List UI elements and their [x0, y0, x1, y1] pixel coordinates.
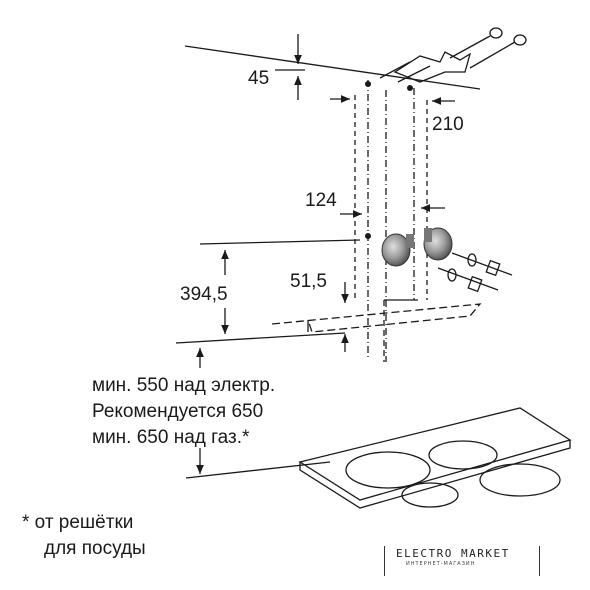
plug-2: [397, 65, 431, 83]
mount-point-lower-left: [365, 233, 371, 239]
mount-point-left: [365, 81, 371, 87]
note-line-recommended: Рекомендуется 650: [92, 401, 264, 422]
lower-washer-2: [447, 268, 457, 282]
footnote: * от решётки для посуды: [22, 510, 146, 562]
wall-plug-left: [381, 233, 411, 267]
footnote-line-1: * от решётки: [22, 512, 134, 533]
dim-label-45: 45: [248, 68, 269, 89]
washer-1: [489, 27, 503, 39]
logo-tagline: ИНТЕРНЕТ-МАГАЗИН: [406, 561, 476, 567]
wall-plugs: [381, 227, 453, 267]
plug-1: [379, 61, 411, 79]
hob-ref-line: [185, 461, 331, 479]
lower-screw-1: [451, 252, 513, 276]
top-bracket: [393, 51, 472, 83]
footnote-line-2: для посуды: [44, 538, 146, 559]
note-line-gas: мин. 650 над газ.*: [92, 427, 250, 448]
logo-name: ELECTRO MARKET: [396, 547, 510, 560]
note-line-electric: мин. 550 над электр.: [92, 375, 276, 396]
hob-front: [299, 440, 571, 509]
lower-washer-1: [467, 253, 477, 267]
washer-2: [513, 34, 527, 46]
burner-front-left: [401, 482, 459, 508]
mount-point-right: [407, 85, 413, 91]
installation-distance-note: мин. 550 над электр. Рекомендуется 650 м…: [92, 373, 275, 451]
burner-back-right: [428, 440, 498, 470]
dim-label-124: 124: [305, 190, 337, 211]
screw-1: [449, 35, 491, 59]
lower-nut-2: [467, 275, 483, 293]
hood-bottom-ref: [175, 332, 346, 344]
ceiling-line: [184, 45, 481, 90]
logo-bracket-left: [384, 546, 385, 576]
lower-screw-2: [437, 267, 499, 291]
wall-plug-left-cap: [406, 234, 414, 248]
lower-nut-1: [485, 259, 501, 277]
logo-bracket-right: [539, 546, 540, 576]
wall-plug-right-cap: [424, 228, 432, 242]
dim-label-51: 51,5: [290, 271, 327, 292]
burner-front-right: [479, 463, 561, 497]
dim-label-210: 210: [432, 114, 464, 135]
dim-label-394: 394,5: [180, 284, 228, 305]
hood-outline: [271, 303, 482, 333]
height-ref-top: [199, 239, 361, 245]
burner-back-left: [345, 451, 431, 489]
electro-market-logo: ELECTRO MARKET ИНТЕРНЕТ-МАГАЗИН: [384, 542, 544, 584]
screw-2: [469, 41, 516, 69]
